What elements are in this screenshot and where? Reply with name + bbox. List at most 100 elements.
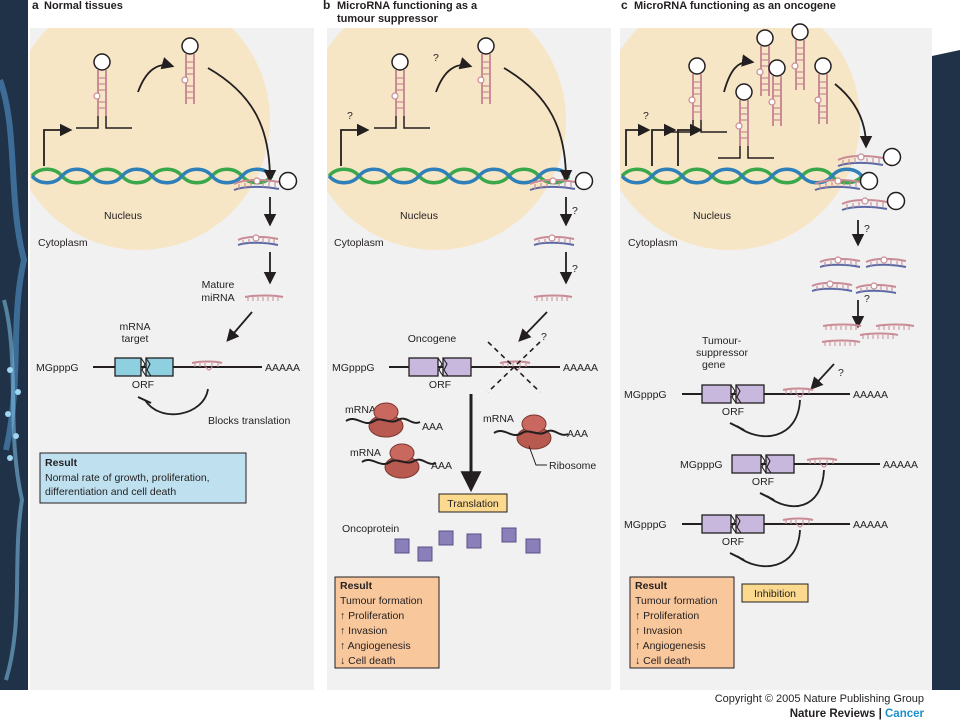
panel-c-promoter-arrow-1	[625, 123, 651, 166]
panel-b-result-line-5: ↓ Cell death	[340, 655, 396, 667]
journal-separator: |	[875, 708, 885, 720]
panel-c-inhibition-arc-3	[736, 529, 801, 568]
panel-b-result-line-1: Tumour formation	[340, 595, 423, 607]
panel-b-result-box: Result Tumour formation ↑ Proliferation …	[334, 576, 440, 669]
panel-a-letter: a	[32, 0, 39, 12]
panel-b-orf-label: ORF	[429, 379, 451, 391]
panel-b-polya-label: AAAAA	[563, 362, 598, 374]
panel-a-transport-arrow	[207, 67, 277, 183]
panel-b-ribosome-label: Ribosome	[549, 460, 596, 472]
panel-c-inhibition-bar-2	[759, 492, 775, 501]
copyright-notice: Copyright © 2005 Nature Publishing Group	[715, 693, 924, 705]
panel-a-nucleus	[30, 28, 270, 250]
panel-a-polya-label: AAAAA	[265, 362, 300, 374]
panel-c-orf-label-2: ORF	[752, 476, 774, 488]
panel-c-promoter-arrow-2	[651, 123, 677, 166]
panel-a-inhibition-arc	[144, 388, 209, 416]
panel-c-cap-label-3: MGpppG	[624, 519, 667, 531]
panel-b-letter: b	[323, 0, 330, 12]
panel-c-orf-label-1: ORF	[722, 406, 744, 418]
panel-b-oncoprotein-label: Oncoprotein	[342, 523, 399, 535]
panel-c-result-line-1: Tumour formation	[635, 595, 718, 607]
panel-a-binding-arrow	[226, 311, 253, 342]
panel-b-result-line-4: ↑ Angiogenesis	[340, 640, 411, 652]
panel-c-tsg-label-3: gene	[702, 359, 726, 371]
panel-c-inhibition-box: Inhibition	[741, 583, 809, 603]
panel-a-inhibition-bar	[137, 396, 152, 404]
panel-c-tsg-label-1: Tumour-	[702, 335, 742, 347]
panel-a-result-line-2: differentiation and cell death	[45, 486, 176, 498]
panel-c-inhibition-arc-2	[766, 469, 825, 508]
panel-c-inhibition-label: Inhibition	[754, 588, 796, 600]
panel-b-cap-label: MGpppG	[332, 362, 375, 374]
panel-c-cytoplasm-label: Cytoplasm	[628, 237, 678, 249]
panel-a-mature-label-1: Mature	[202, 279, 235, 291]
panel-c-title: MicroRNA functioning as an oncogene	[634, 0, 836, 12]
panel-b-nucleus-label: Nucleus	[400, 210, 438, 222]
panel-c-nucleus-label: Nucleus	[693, 210, 731, 222]
panel-a-export-arrow	[137, 57, 175, 93]
journal-credit: Nature Reviews | Cancer	[790, 708, 925, 720]
panel-b-result-line-3: ↑ Invasion	[340, 625, 387, 637]
panel-c-result-line-2: ↑ Proliferation	[635, 610, 699, 622]
panel-c-transport-arrow	[834, 83, 873, 149]
panel-a-blocks-label: Blocks translation	[208, 415, 290, 427]
panel-a-orf-label: ORF	[132, 379, 154, 391]
panel-b-export-arrow	[435, 57, 473, 93]
panel-c-tsg-label-2: suppressor	[696, 347, 748, 359]
panel-c-result-title: Result	[635, 580, 668, 592]
panel-b-title-line-2: tumour suppressor	[337, 13, 439, 25]
panel-b-result-title: Result	[340, 580, 373, 592]
slide-right-decoration	[932, 50, 960, 690]
panel-c-polya-label-3: AAAAA	[853, 519, 888, 531]
panel-b-cytoplasm-label: Cytoplasm	[334, 237, 384, 249]
slide-left-decoration	[0, 0, 28, 690]
panel-b-oncoprotein-3	[438, 530, 454, 546]
panel-a-nucleus-label: Nucleus	[104, 210, 142, 222]
panel-b-question-5: ?	[541, 331, 547, 343]
panel-c-polya-label-2: AAAAA	[883, 459, 918, 471]
footer: Copyright © 2005 Nature Publishing Group…	[715, 693, 925, 720]
panel-b-translation-label: Translation	[447, 498, 499, 510]
panel-c-orf-label-3: ORF	[722, 536, 744, 548]
panel-b-result-line-2: ↑ Proliferation	[340, 610, 404, 622]
panel-b: b MicroRNA functioning as a tumour suppr…	[323, 0, 611, 690]
panel-c-cap-label-1: MGpppG	[624, 389, 667, 401]
panel-a-target-label-2: target	[122, 333, 149, 345]
panel-b-oncoprotein-4	[466, 533, 482, 549]
panel-b-translation-box: Translation	[438, 493, 508, 513]
panel-c-question-1: ?	[643, 110, 649, 122]
panel-b-title-line-1: MicroRNA functioning as a	[337, 0, 478, 12]
panel-b-question-2: ?	[433, 52, 439, 64]
panel-c-result-line-3: ↑ Invasion	[635, 625, 682, 637]
panel-b-aaa-label-3: AAA	[567, 428, 588, 440]
panel-c-question-3: ?	[864, 293, 870, 305]
panel-c-polya-label-1: AAAAA	[853, 389, 888, 401]
panel-b-oncoprotein-2	[417, 546, 433, 562]
journal-name: Nature Reviews	[790, 708, 876, 720]
panel-a-cytoplasm-label: Cytoplasm	[38, 237, 88, 249]
journal-section: Cancer	[885, 708, 925, 720]
panel-c-question-2: ?	[864, 223, 870, 235]
panel-b-question-1: ?	[347, 110, 353, 122]
panel-c-inhibition-bar-3	[729, 552, 745, 561]
panel-a-result-box: Result Normal rate of growth, proliferat…	[39, 452, 247, 504]
panel-c-inhibition-arc-1	[736, 399, 801, 438]
panel-b-oncoprotein-5	[501, 527, 517, 543]
panel-b-aaa-label-1: AAA	[422, 421, 443, 433]
panel-b-question-3: ?	[572, 205, 578, 217]
panel-c-result-line-5: ↓ Cell death	[635, 655, 691, 667]
panel-b-nucleus	[327, 28, 566, 250]
panel-a-promoter-arrow	[43, 123, 73, 166]
panel-a-result-title: Result	[45, 457, 78, 469]
panel-b-binding-arrow	[518, 311, 548, 342]
panel-a: a Normal tissues Nucleus Cytoplasm Matur…	[30, 0, 314, 690]
panel-a-result-line-1: Normal rate of growth, proliferation,	[45, 472, 210, 484]
panel-b-ribosome-leader	[528, 445, 547, 466]
panel-c-export-arrow	[723, 54, 755, 93]
panel-b-mrna-label-3: mRNA	[483, 413, 514, 425]
panel-b-transport-arrow	[503, 67, 573, 183]
panel-b-aaa-label-2: AAA	[431, 460, 452, 472]
panel-b-mrna-label-2: mRNA	[350, 447, 381, 459]
